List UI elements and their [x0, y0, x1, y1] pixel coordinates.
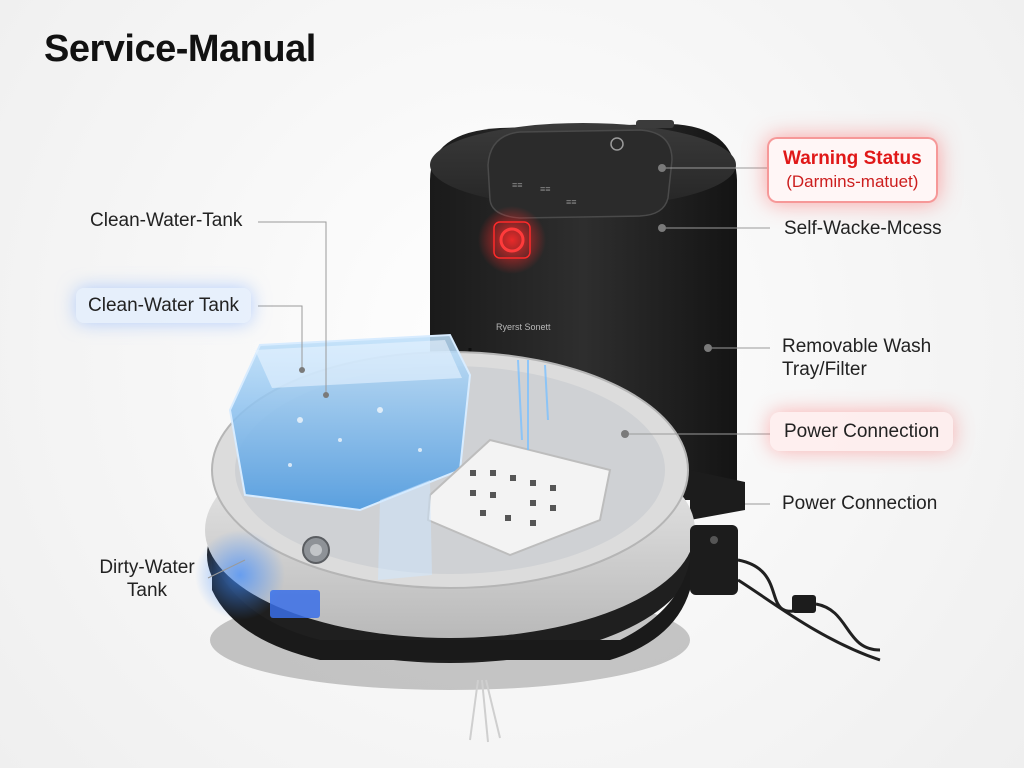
warning-status-title: Warning Status — [783, 148, 922, 169]
power-cable-graphic — [690, 525, 881, 662]
svg-text:≡≡: ≡≡ — [512, 180, 523, 190]
label-removable-wash-tray: Removable Wash Tray/Filter — [782, 335, 931, 381]
power-button-icon — [610, 137, 624, 151]
label-removable-wash-tray-line1: Removable Wash — [782, 336, 932, 357]
label-dirty-water-tank-line1: Dirty-Water — [99, 557, 195, 578]
label-clean-water-tank-top: Clean-Water-Tank — [90, 210, 243, 231]
svg-text:≡≡: ≡≡ — [566, 197, 577, 207]
warning-light-icon — [478, 206, 546, 274]
warning-status-subtitle: (Darmins-matuet) — [786, 172, 919, 191]
label-power-connection-2: Power Connection — [782, 493, 938, 514]
callout-lines — [207, 167, 770, 579]
label-dirty-water-tank-line2: Tank — [126, 580, 168, 601]
page-title: Service-Manual — [44, 28, 316, 70]
warning-status-callout: Warning Status (Darmins-matuet) — [767, 137, 938, 203]
wash-tray-graphic — [378, 359, 612, 580]
label-removable-wash-tray-line2: Tray/Filter — [782, 359, 867, 380]
label-clean-water-tank: Clean-Water Tank — [76, 288, 252, 323]
label-power-connection-1: Power Connection — [770, 412, 954, 451]
svg-text:≡≡: ≡≡ — [540, 184, 551, 194]
label-dirty-water-tank: Dirty-Water Tank — [92, 556, 202, 602]
label-self-wash-access: Self-Wacke-Mcess — [784, 218, 942, 239]
clean-water-tank-graphic — [228, 333, 472, 512]
station-brand-label: Ryerst Sonett — [496, 322, 551, 332]
